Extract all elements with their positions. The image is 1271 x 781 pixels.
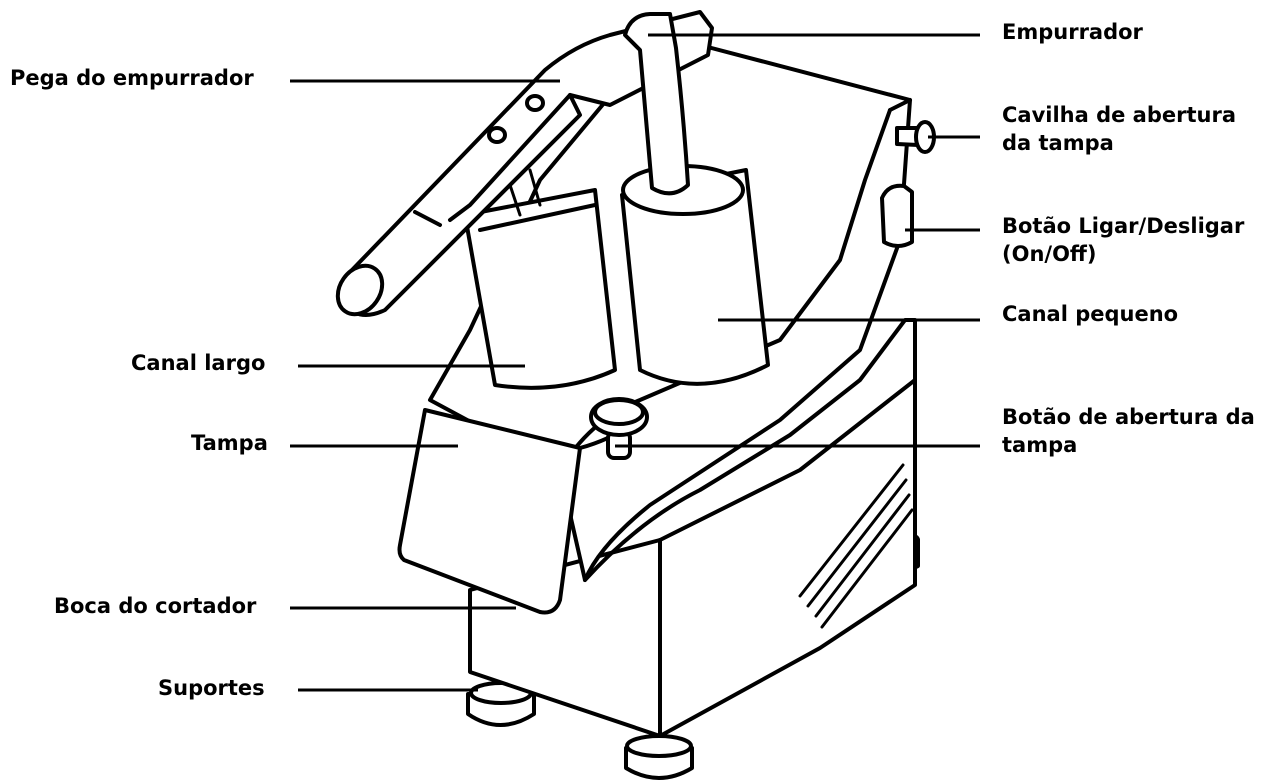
label-pusher-handle: Pega do empurrador [10, 66, 254, 90]
label-lid-button-line1: Botão de abertura da [1002, 405, 1255, 429]
label-power-line1: Botão Ligar/Desligar [1002, 214, 1245, 238]
label-power-line2: (On/Off) [1002, 242, 1097, 266]
small-chute [620, 164, 770, 386]
base-box [468, 378, 917, 738]
label-lid-pin-line1: Cavilha de abertura [1002, 103, 1237, 127]
label-lid: Tampa [191, 431, 268, 455]
foot-front-left [466, 681, 536, 727]
large-chute [463, 188, 617, 390]
label-pusher: Empurrador [1002, 20, 1143, 44]
foot-front-center [624, 734, 694, 780]
label-lid-button-line2: tampa [1002, 433, 1078, 457]
label-feet: Suportes [158, 676, 265, 700]
lid-hood [397, 408, 582, 615]
label-lid-pin-line2: da tampa [1002, 131, 1114, 155]
vent-slots [798, 463, 914, 629]
lid-pin [895, 120, 936, 154]
label-large-chute: Canal largo [131, 351, 266, 375]
label-cutter-mouth: Boca do cortador [54, 594, 257, 618]
pusher-shaft [623, 12, 690, 196]
power-switch [880, 183, 914, 248]
label-small-chute: Canal pequeno [1002, 302, 1179, 326]
